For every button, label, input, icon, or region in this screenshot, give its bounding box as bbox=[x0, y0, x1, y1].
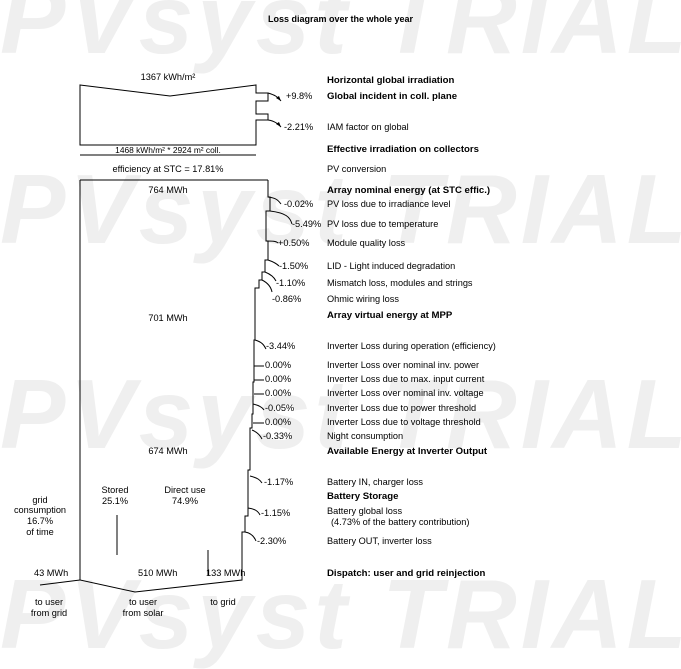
row-label: PV loss due to temperature bbox=[327, 219, 439, 229]
dispatch-bottom-outline bbox=[79, 575, 243, 593]
array-virtual-energy-value: 701 MWh bbox=[148, 313, 188, 323]
watermark-2: PVsyst TRIAL bbox=[0, 154, 681, 264]
loss-arrow-battery-global bbox=[247, 507, 261, 516]
gain-arrow-module-quality bbox=[265, 240, 279, 244]
row-value: 0.00% bbox=[265, 417, 292, 427]
row-label: Battery IN, charger loss bbox=[327, 477, 423, 487]
row-label: IAM factor on global bbox=[327, 122, 409, 132]
row-value: -0.33% bbox=[263, 431, 293, 441]
direct-use-pct: 74.9% bbox=[171, 496, 199, 506]
loss-arrow-lid bbox=[267, 259, 280, 267]
row-value: -2.21% bbox=[284, 122, 314, 132]
row-label: Battery Storage bbox=[327, 491, 399, 502]
row-value: -0.86% bbox=[272, 294, 302, 304]
to-grid-value: 133 MWh bbox=[206, 568, 246, 578]
row-label: Mismatch loss, modules and strings bbox=[327, 278, 473, 288]
row-label: Global incident in coll. plane bbox=[327, 91, 458, 102]
loss-arrow-night bbox=[251, 429, 263, 440]
row-label: Inverter Loss during operation (efficien… bbox=[327, 341, 496, 351]
row-label: Inverter Loss due to max. input current bbox=[327, 374, 485, 384]
row-label: Battery OUT, inverter loss bbox=[327, 536, 432, 546]
direct-use-label: Direct use bbox=[164, 485, 206, 495]
loss-arrow-ohmic bbox=[261, 279, 273, 293]
loss-arrow-inverter-operation bbox=[254, 339, 267, 350]
grid-consumption-pct: 16.7% bbox=[26, 516, 54, 526]
loss-arrow-mismatch bbox=[264, 271, 277, 282]
loss-arrow-irradiance bbox=[267, 196, 282, 205]
grid-consumption-time: of time bbox=[26, 527, 54, 537]
from-grid-label-2: from grid bbox=[30, 608, 68, 618]
row-value: +0.50% bbox=[278, 238, 310, 248]
row-value: 0.00% bbox=[265, 360, 292, 370]
effective-irradiation-value: 1468 kWh/m² * 2924 m² coll. bbox=[115, 145, 221, 155]
loss-arrow-power-threshold bbox=[252, 403, 265, 411]
row-label: Array virtual energy at MPP bbox=[327, 310, 453, 321]
row-value: -2.30% bbox=[257, 536, 287, 546]
row-value: -1.10% bbox=[276, 278, 306, 288]
horizontal-irradiation-value: 1367 kWh/m² bbox=[140, 72, 196, 82]
from-grid-label-1: to user bbox=[34, 597, 64, 607]
watermark-1: PVsyst TRIAL bbox=[0, 0, 681, 74]
grid-consumption-label-2: consumption bbox=[13, 505, 67, 515]
loss-arrow-battery-in bbox=[249, 475, 263, 484]
grid-consumption-label-1: grid bbox=[32, 495, 48, 505]
row-label: Horizontal global irradiation bbox=[327, 75, 455, 86]
stored-pct: 25.1% bbox=[101, 496, 129, 506]
row-value: -0.05% bbox=[265, 403, 295, 413]
row-label: Inverter Loss over nominal inv. voltage bbox=[327, 388, 484, 398]
loss-arrow-battery-out bbox=[244, 531, 257, 542]
row-label: Available Energy at Inverter Output bbox=[327, 446, 488, 457]
stored-label: Stored bbox=[101, 485, 129, 495]
from-solar-value: 510 MWh bbox=[138, 568, 178, 578]
array-nominal-energy-value: 764 MWh bbox=[148, 185, 188, 195]
row-value: -3.44% bbox=[266, 341, 296, 351]
stc-efficiency: efficiency at STC = 17.81% bbox=[112, 164, 224, 174]
row-label: Battery global loss bbox=[327, 506, 403, 516]
top-box-outline bbox=[79, 84, 269, 146]
row-value: 0.00% bbox=[265, 374, 292, 384]
row-label: Inverter Loss due to power threshold bbox=[327, 403, 477, 413]
battery-note: (4.73% of the battery contribution) bbox=[331, 517, 470, 527]
diagram-title: Loss diagram over the whole year bbox=[267, 14, 414, 24]
row-label: Effective irradiation on collectors bbox=[327, 144, 479, 155]
row-value: 0.00% bbox=[265, 388, 292, 398]
loss-flow-diagram bbox=[39, 84, 293, 593]
row-value: -1.17% bbox=[264, 477, 294, 487]
row-label: PV loss due to irradiance level bbox=[327, 199, 451, 209]
row-value: -5.49% bbox=[292, 219, 322, 229]
row-label: Dispatch: user and grid reinjection bbox=[327, 568, 486, 579]
row-label: Inverter Loss over nominal inv. power bbox=[327, 360, 480, 370]
row-value: -0.02% bbox=[284, 199, 314, 209]
from-grid-value: 43 MWh bbox=[34, 568, 69, 578]
row-value: -1.15% bbox=[261, 508, 291, 518]
to-grid-label: to grid bbox=[210, 597, 236, 607]
from-solar-label-1: to user bbox=[128, 597, 158, 607]
row-label: Module quality loss bbox=[327, 238, 406, 248]
row-label: Array nominal energy (at STC effic.) bbox=[327, 185, 491, 196]
row-label: Ohmic wiring loss bbox=[327, 294, 399, 304]
row-label: Inverter Loss due to voltage threshold bbox=[327, 417, 481, 427]
loss-arrow-temperature bbox=[269, 210, 293, 225]
row-label: PV conversion bbox=[327, 164, 387, 174]
arrowhead-2 bbox=[276, 122, 281, 127]
arrowhead-1 bbox=[276, 96, 281, 101]
row-label: LID - Light induced degradation bbox=[327, 261, 456, 271]
row-value: +9.8% bbox=[286, 91, 313, 101]
inverter-output-value: 674 MWh bbox=[148, 446, 188, 456]
row-label: Night consumption bbox=[327, 431, 404, 441]
dispatch-from-grid-line bbox=[39, 579, 81, 586]
watermark-3: PVsyst TRIAL bbox=[0, 359, 681, 469]
from-solar-label-2: from solar bbox=[122, 608, 164, 618]
row-value: -1.50% bbox=[279, 261, 309, 271]
